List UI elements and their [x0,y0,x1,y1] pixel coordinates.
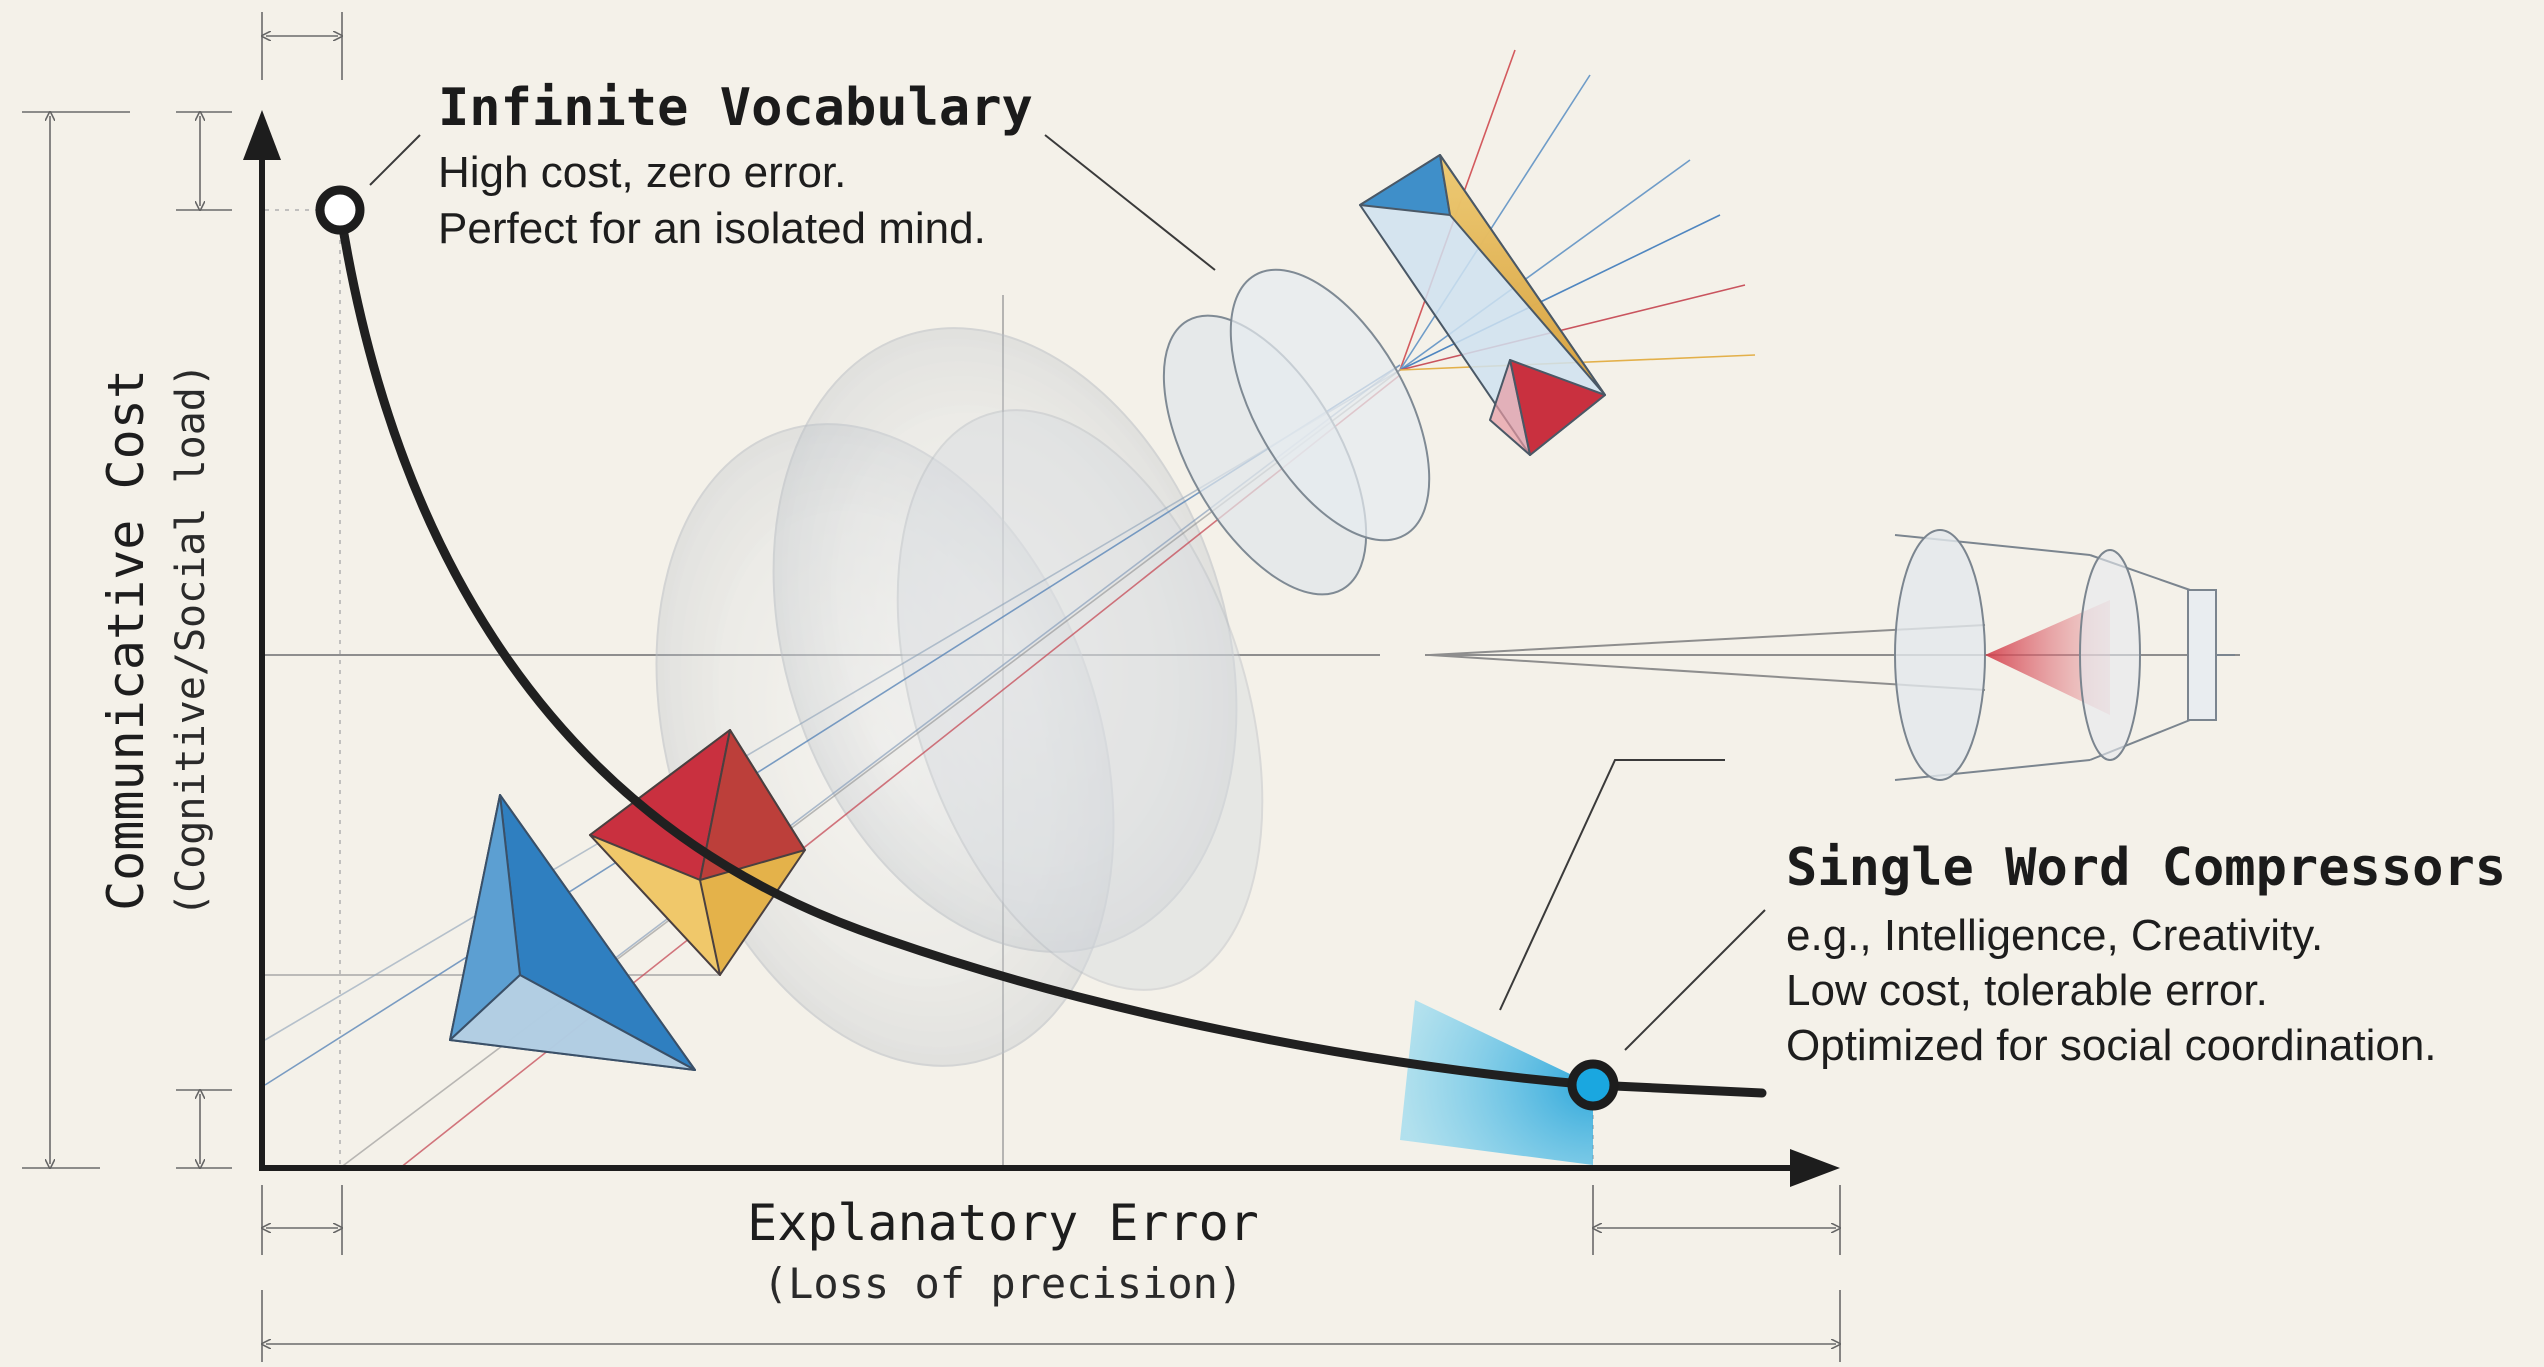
single-word-compressors-line-3: Optimized for social coordination. [1786,1021,2437,1070]
compressor-highlight-wedge [1400,1000,1593,1165]
tradeoff-curve [335,205,1767,1098]
infinite-vocabulary-point [315,185,365,235]
single-word-compressor-point [1567,1059,1619,1111]
upper-prism [1359,154,1606,456]
upper-lens-pair [1162,268,1431,596]
lower-blue-tetrahedron [449,794,696,1071]
infinite-vocabulary-line-1: High cost, zero error. [438,148,846,197]
y-axis-labels: Communicative Cost (Cognitive/Social loa… [97,363,214,917]
ghost-lens-stack [655,327,1264,1067]
x-axis-arrowhead [1790,1149,1840,1187]
single-word-compressors-line-1: e.g., Intelligence, Creativity. [1786,911,2323,960]
infinite-vocabulary-title: Infinite Vocabulary [438,78,1033,138]
y-axis-subtitle: (Cognitive/Social load) [168,363,214,917]
infinite-vocabulary-line-2: Perfect for an isolated mind. [438,204,986,253]
single-word-compressors-annotation: Single Word Compressors e.g., Intelligen… [1786,838,2506,1070]
single-word-compressors-line-2: Low cost, tolerable error. [1786,966,2268,1015]
axes [243,110,1840,1187]
leader-lines [369,134,1766,1051]
infinite-vocabulary-annotation: Infinite Vocabulary High cost, zero erro… [438,78,1033,253]
dimension-markers [22,12,1840,1362]
x-axis-subtitle: (Loss of precision) [763,1259,1243,1308]
x-axis-title: Explanatory Error [747,1194,1259,1252]
y-axis-arrowhead [243,110,281,160]
right-lens-assembly [1429,529,2235,781]
y-axis-title: Communicative Cost [97,369,155,911]
x-axis-labels: Explanatory Error (Loss of precision) [747,1194,1259,1308]
single-word-compressors-title: Single Word Compressors [1786,838,2506,898]
